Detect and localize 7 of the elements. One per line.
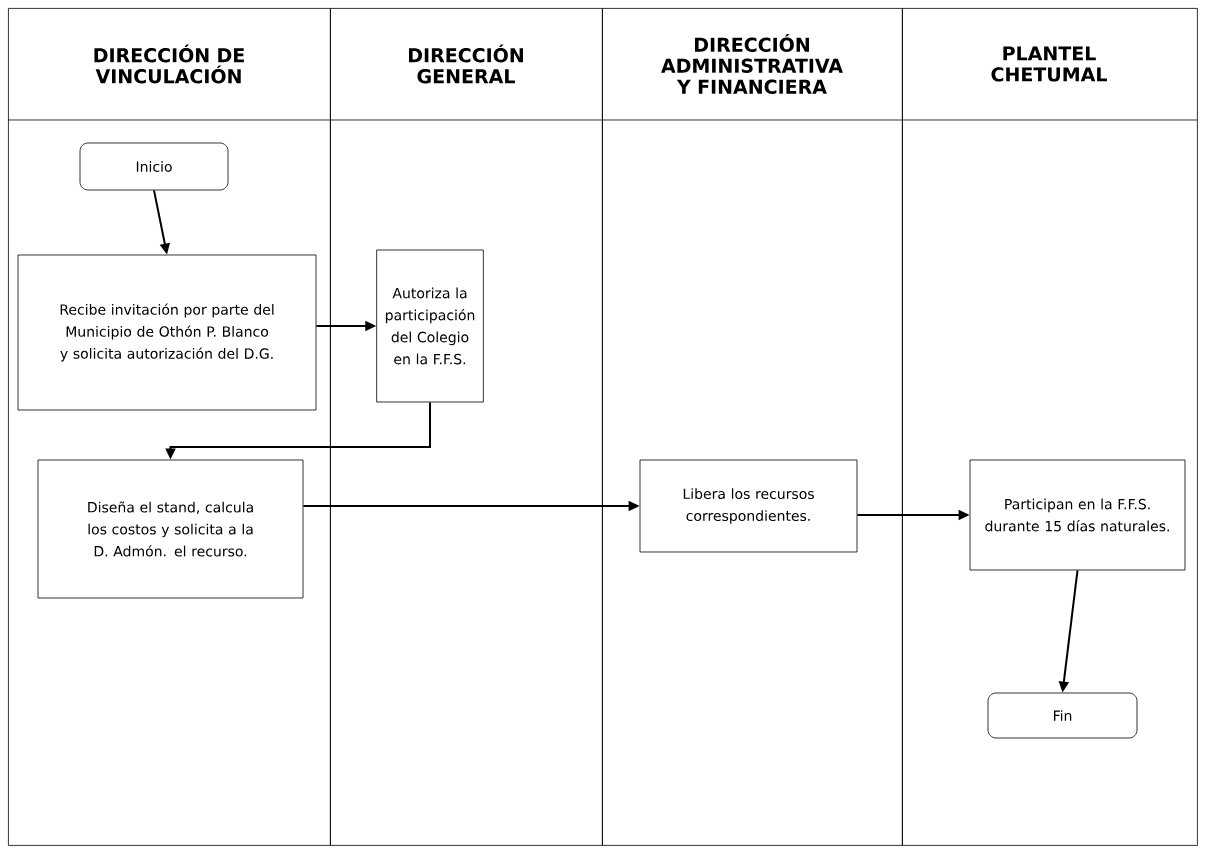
process-box: Recibe invitación por parte del Municipio de Othón P. Blanco y solicita autorización del D.G. (17, 254, 317, 411)
process-box: Participan en la F.F.S. durante 15 días naturales. (969, 459, 1186, 571)
terminal-box: Fin (987, 692, 1138, 739)
terminal-box: Inicio (79, 142, 229, 191)
process-box: Libera los recursos correspondientes. (639, 459, 858, 553)
process-box: Diseña el stand, calcula los costos y solicita a la D. Admón. el recurso. (37, 459, 304, 599)
process-box: Autoriza la participación del Colegio en la F.F.S. (376, 249, 484, 403)
